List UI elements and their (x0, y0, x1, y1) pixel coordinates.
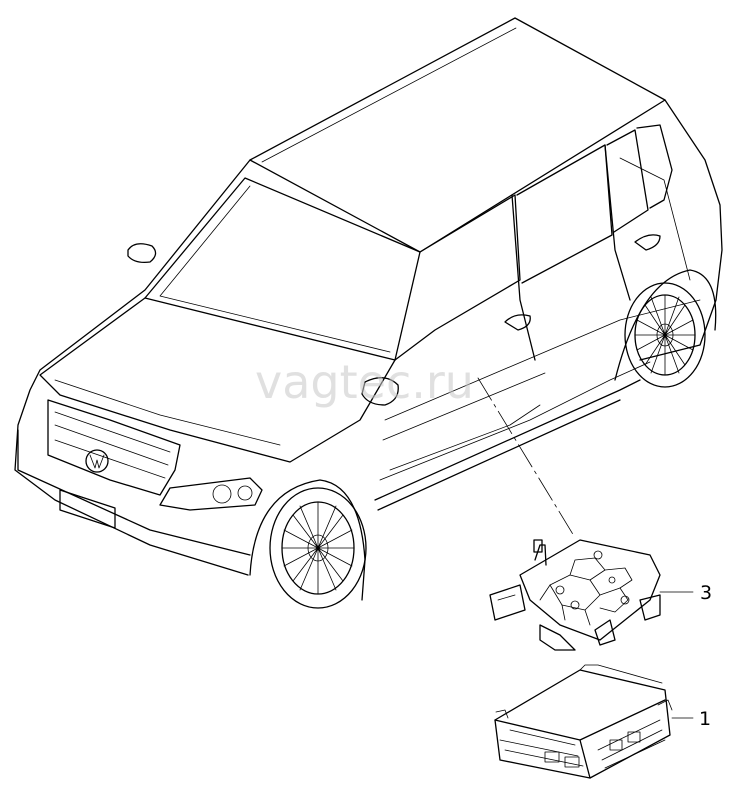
bracket-part-3 (489, 539, 694, 651)
vehicle-illustration (14, 17, 723, 609)
control-unit-part-1 (494, 664, 694, 779)
callout-label-part-3: 3 (700, 582, 712, 604)
rear-wheel (624, 282, 706, 388)
callout-label-part-1: 1 (699, 708, 711, 730)
watermark-text: vagtec.ru (255, 355, 474, 409)
installation-leader-line (477, 377, 575, 537)
front-wheel (269, 487, 367, 609)
